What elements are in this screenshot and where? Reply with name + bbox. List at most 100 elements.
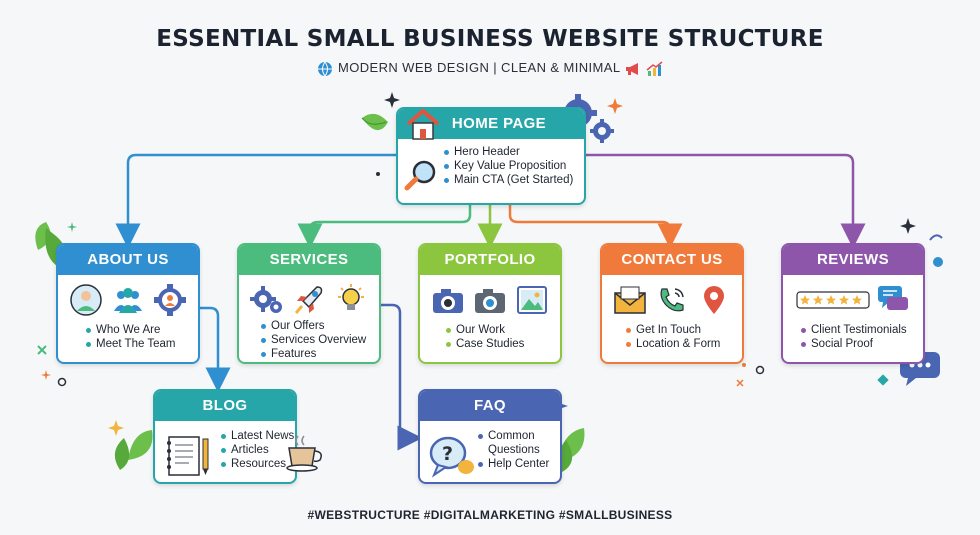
node-about-us-list: Who We Are Meet The Team: [58, 323, 198, 351]
cross-icon: [37, 345, 47, 355]
list-item: Social Proof: [801, 337, 923, 351]
image-gallery-icon: [514, 283, 550, 317]
node-reviews: REVIEWS Client Testimonials Social Proof: [781, 243, 925, 364]
sparkle-icon: [41, 370, 51, 380]
person-icon: [68, 283, 104, 317]
dot-icon: [755, 365, 765, 375]
list-item: Our Work: [446, 323, 560, 337]
magnifier-icon: [404, 159, 438, 193]
node-portfolio-list: Our Work Case Studies: [420, 323, 560, 351]
globe-icon: [316, 61, 334, 77]
envelope-icon: [612, 283, 648, 317]
connector-about-blog: [200, 306, 231, 393]
subtitle-text: MODERN WEB DESIGN | CLEAN & MINIMAL: [337, 60, 620, 75]
node-portfolio-body: Our Work Case Studies: [420, 275, 560, 351]
list-item: Hero Header: [444, 145, 584, 159]
coffee-cup-icon: [284, 432, 326, 474]
leaf-icon: [361, 113, 388, 131]
node-contact-us-body: Get In Touch Location & Form: [602, 275, 742, 351]
list-item: Help Center: [478, 457, 550, 471]
connector-services-faq: [380, 303, 423, 451]
chat-bubbles-icon: [875, 283, 911, 317]
node-contact-us-list: Get In Touch Location & Form: [602, 323, 742, 351]
connector-home-about: [115, 153, 397, 249]
dot-icon: [742, 363, 746, 367]
camera-icon: [472, 283, 508, 317]
node-reviews-body: Client Testimonials Social Proof: [783, 275, 923, 351]
footer-hashtags: #WEBSTRUCTURE #DIGITALMARKETING #SMALLBU…: [307, 508, 673, 522]
phone-icon: [654, 283, 690, 317]
node-blog: BLOG Latest News Articles Resources: [153, 389, 297, 484]
list-item: Features: [261, 347, 379, 361]
node-blog-body: Latest News Articles Resources: [155, 429, 295, 476]
connector-home-contact: [508, 205, 683, 249]
node-faq: FAQ ? Common Questions Help Center: [418, 389, 562, 484]
connector-home-reviews: [585, 153, 866, 249]
node-home-page-header: HOME PAGE: [398, 109, 584, 141]
list-item: Location & Form: [626, 337, 742, 351]
megaphone-icon: [624, 61, 642, 77]
list-item: Latest News: [221, 429, 295, 443]
node-home-page-list: Hero Header Key Value Proposition Main C…: [444, 145, 584, 187]
node-home-page-body: Hero Header Key Value Proposition Main C…: [398, 145, 584, 191]
node-faq-body: ? Common Questions Help Center: [420, 429, 560, 478]
node-contact-us: CONTACT US Get In Touch Location & Form: [600, 243, 744, 364]
location-pin-icon: [696, 283, 732, 317]
sparkle-icon: [67, 222, 77, 232]
dot-icon: [376, 172, 380, 176]
list-item: Key Value Proposition: [444, 159, 584, 173]
rocket-icon: [291, 283, 327, 317]
team-icon: [110, 283, 146, 317]
node-reviews-header: REVIEWS: [783, 245, 923, 275]
node-faq-list: Common Questions Help Center: [478, 429, 550, 471]
page-subtitle: MODERN WEB DESIGN | CLEAN & MINIMAL: [0, 60, 980, 77]
page-title: ESSENTIAL SMALL BUSINESS WEBSITE STRUCTU…: [156, 26, 824, 52]
node-portfolio-header: PORTFOLIO: [420, 245, 560, 275]
gears-icon: [249, 283, 285, 317]
list-item: Get In Touch: [626, 323, 742, 337]
notebook-icon: [163, 435, 215, 479]
sparkle-icon: [108, 420, 124, 436]
node-blog-list: Latest News Articles Resources: [221, 429, 295, 471]
svg-text:?: ?: [442, 443, 453, 465]
gear-person-icon: [152, 283, 188, 317]
list-item: Client Testimonials: [801, 323, 923, 337]
node-reviews-list: Client Testimonials Social Proof: [783, 323, 923, 351]
node-blog-header: BLOG: [155, 391, 295, 421]
node-services: SERVICES Our Offers Services Overview Fe…: [237, 243, 381, 364]
node-faq-header: FAQ: [420, 391, 560, 421]
node-about-us-header: ABOUT US: [58, 245, 198, 275]
node-home-page: HOME PAGE Hero Header Key Value Proposit…: [396, 107, 586, 205]
node-about-us-body: Who We Are Meet The Team: [58, 275, 198, 351]
node-services-body: Our Offers Services Overview Features: [239, 275, 379, 361]
list-item: Resources: [221, 457, 295, 471]
camera-icon: [430, 283, 466, 317]
node-about-us: ABOUT US Who We Are Meet The Team: [56, 243, 200, 364]
squiggle-icon: [929, 234, 943, 241]
lightbulb-icon: [333, 283, 369, 317]
list-item: Services Overview: [261, 333, 379, 347]
sparkle-icon: [607, 98, 623, 114]
node-home-page-title: HOME PAGE: [451, 115, 547, 132]
house-icon: [404, 109, 442, 141]
list-item: Main CTA (Get Started): [444, 173, 584, 187]
question-bubble-icon: ?: [428, 435, 474, 479]
dot-icon: [933, 257, 943, 267]
node-services-header: SERVICES: [239, 245, 379, 275]
node-services-list: Our Offers Services Overview Features: [239, 319, 379, 361]
list-item: Common Questions: [478, 429, 550, 457]
star-rating-icon: [795, 283, 871, 317]
list-item: Articles: [221, 443, 295, 457]
sparkle-icon: [900, 218, 916, 234]
diamond-icon: [877, 374, 889, 386]
connector-home-services: [297, 205, 472, 249]
node-contact-us-header: CONTACT US: [602, 245, 742, 275]
gear-icon: [590, 119, 614, 143]
list-item: Case Studies: [446, 337, 560, 351]
leaf-icon: [114, 430, 153, 470]
node-portfolio: PORTFOLIO Our Work Case Studies: [418, 243, 562, 364]
cross-icon: [736, 379, 744, 387]
